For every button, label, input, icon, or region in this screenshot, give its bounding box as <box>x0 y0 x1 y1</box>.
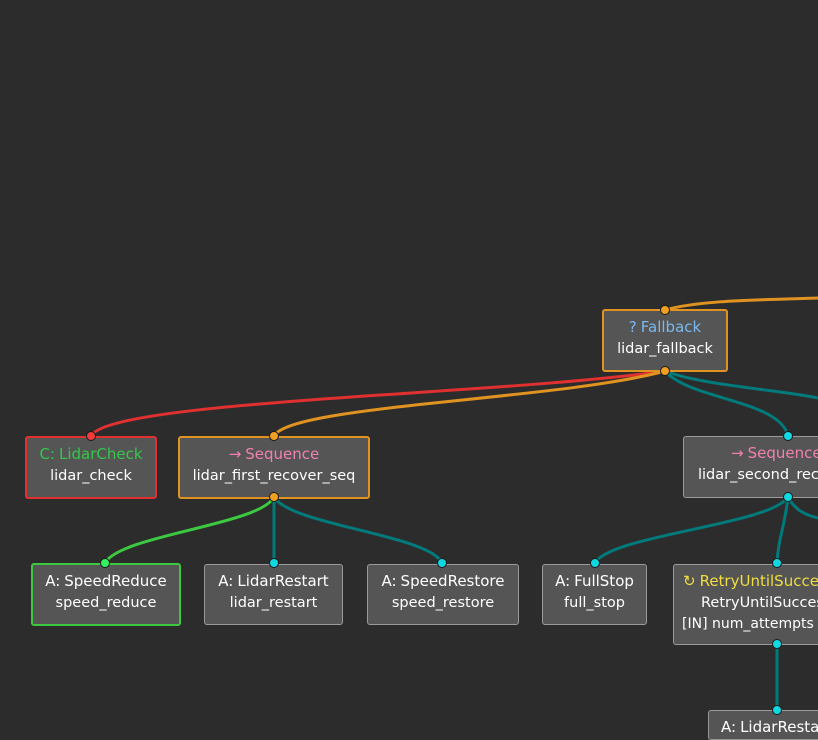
second-seq-output-port[interactable] <box>783 492 793 502</box>
full-stop-input-port[interactable] <box>590 558 600 568</box>
node-instance-label: speed_reduce <box>55 595 157 611</box>
node-instance-label: lidar_fallback <box>617 341 713 357</box>
speed-reduce-node[interactable]: A:SpeedReduce speed_reduce <box>31 563 181 626</box>
node-instance-label: lidar_restart <box>229 595 318 611</box>
retry-input-port[interactable] <box>772 558 782 568</box>
edge-fallback-to-second-seq <box>663 369 790 437</box>
node-instance-label: full_stop <box>564 595 625 611</box>
node-type-label: LidarCheck <box>58 445 143 463</box>
lidar-check-input-port[interactable] <box>86 431 96 441</box>
action-a-icon: A: <box>721 718 737 736</box>
full-stop-node[interactable]: A:FullStop full_stop <box>542 564 647 625</box>
lidar-restart-2-node[interactable]: A:LidarResta <box>708 710 818 740</box>
speed-restore-node[interactable]: A:SpeedRestore speed_restore <box>367 564 519 625</box>
retry-output-port[interactable] <box>772 639 782 649</box>
first-recover-sequence-node[interactable]: →Sequence lidar_first_recover_seq <box>178 436 370 499</box>
node-type-label: Fallback <box>640 318 702 336</box>
lidar-restart-2-input-port[interactable] <box>772 705 782 715</box>
lidar-restart-node[interactable]: A:LidarRestart lidar_restart <box>204 564 343 625</box>
edge-second-seq-offscreen <box>786 496 818 520</box>
edge-first-seq-to-speed-reduce <box>103 496 276 564</box>
first-seq-input-port[interactable] <box>269 431 279 441</box>
lidar-restart-input-port[interactable] <box>269 558 279 568</box>
condition-c-icon: C: <box>39 445 55 463</box>
node-instance-label: speed_restore <box>391 595 495 611</box>
edge-fallback-to-lidar-check <box>89 369 666 437</box>
speed-restore-input-port[interactable] <box>437 558 447 568</box>
node-instance-label: lidar_second_reco <box>698 467 818 483</box>
node-instance-label: lidar_check <box>50 468 132 484</box>
edge-second-seq-to-full-stop <box>593 496 790 564</box>
edge-second-seq-to-retry <box>775 496 790 564</box>
fallback-output-port[interactable] <box>660 366 670 376</box>
node-type-label: RetryUntilSucce <box>699 572 818 590</box>
edge-root-to-fallback <box>664 296 818 312</box>
node-type-label: Sequence <box>245 445 320 463</box>
node-type-label: LidarRestart <box>237 572 329 590</box>
retry-arrow-icon: ↻ <box>683 572 696 590</box>
node-type-label: SpeedRestore <box>400 572 505 590</box>
edge-fallback-offscreen <box>664 369 818 400</box>
lidar-check-node[interactable]: C:LidarCheck lidar_check <box>25 436 157 499</box>
node-type-label: Sequence <box>747 444 818 462</box>
question-mark-icon: ? <box>628 318 637 336</box>
action-a-icon: A: <box>45 572 61 590</box>
second-seq-input-port[interactable] <box>783 431 793 441</box>
action-a-icon: A: <box>218 572 234 590</box>
arrow-right-icon: → <box>731 444 744 462</box>
fallback-input-port[interactable] <box>660 305 670 315</box>
action-a-icon: A: <box>381 572 397 590</box>
node-instance-label: RetryUntilSucces <box>701 595 818 611</box>
first-seq-output-port[interactable] <box>269 492 279 502</box>
node-type-label: LidarResta <box>740 718 818 736</box>
node-instance-label: lidar_first_recover_seq <box>192 468 356 484</box>
node-type-label: FullStop <box>574 572 634 590</box>
action-a-icon: A: <box>555 572 571 590</box>
second-recover-sequence-node[interactable]: →Sequence lidar_second_reco <box>683 436 818 498</box>
node-port-label: [IN] num_attempts <box>682 616 814 632</box>
node-type-label: SpeedReduce <box>64 572 167 590</box>
arrow-right-icon: → <box>228 445 242 463</box>
edge-fallback-to-first-seq <box>272 369 666 437</box>
retry-until-successful-node[interactable]: ↻RetryUntilSucce RetryUntilSucces [IN] n… <box>673 564 818 645</box>
edge-first-seq-to-speed-restore <box>272 496 444 564</box>
speed-reduce-input-port[interactable] <box>100 558 110 568</box>
fallback-node[interactable]: ?Fallback lidar_fallback <box>602 309 728 372</box>
